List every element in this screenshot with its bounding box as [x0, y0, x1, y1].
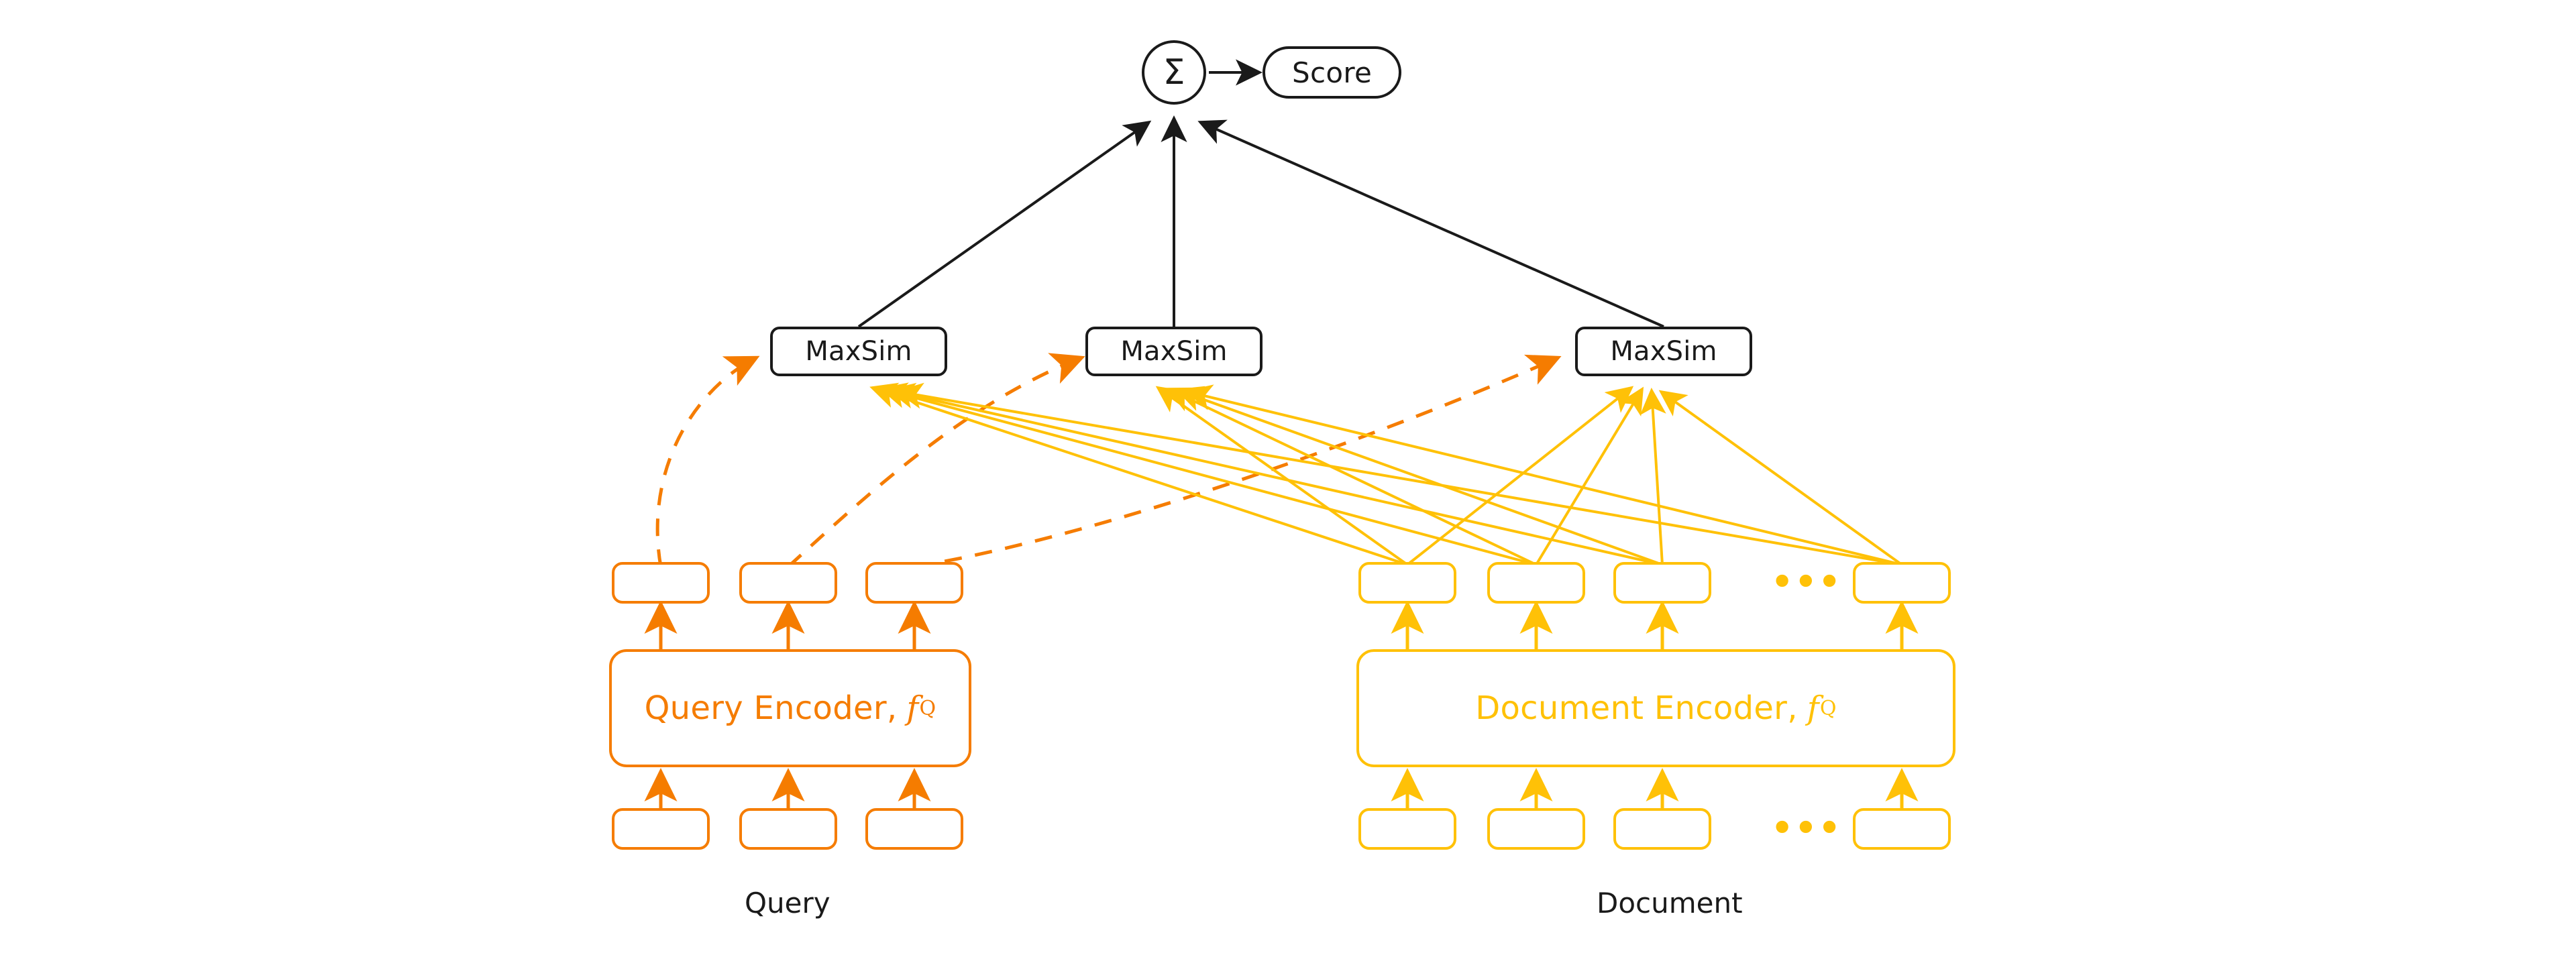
document-embedding-ellipsis: ••• — [1771, 562, 1842, 602]
arrows-document-encoder-to-embeddings — [1391, 600, 1919, 649]
query-token-1[interactable] — [612, 808, 710, 850]
document-token-1[interactable] — [1358, 808, 1456, 850]
maxsim-label: MaxSim — [805, 336, 912, 367]
arrows-query-encoder-to-embeddings — [644, 600, 931, 649]
arrows-query-to-maxsim — [655, 353, 1562, 569]
maxsim-label: MaxSim — [1120, 336, 1228, 367]
document-embedding-4[interactable] — [1853, 562, 1951, 604]
document-token-3[interactable] — [1613, 808, 1711, 850]
sigma-icon: Σ — [1163, 52, 1185, 93]
query-encoder-label: Query Encoder, — [644, 689, 898, 727]
maxsim-box-2[interactable]: MaxSim — [1085, 327, 1263, 376]
document-token-ellipsis: ••• — [1771, 808, 1842, 848]
document-embedding-3[interactable] — [1613, 562, 1711, 604]
score-label: Score — [1292, 56, 1373, 89]
document-token-4[interactable] — [1853, 808, 1951, 850]
query-encoder-fn-symbol: f — [906, 689, 919, 727]
query-caption: Query — [745, 887, 830, 919]
document-encoder-label: Document Encoder, — [1475, 689, 1798, 727]
query-embedding-1[interactable] — [612, 562, 710, 604]
maxsim-box-1[interactable]: MaxSim — [770, 327, 947, 376]
sum-operator-node[interactable]: Σ — [1142, 40, 1206, 105]
document-encoder-fn-symbol: f — [1807, 689, 1819, 727]
query-embedding-2[interactable] — [739, 562, 837, 604]
document-embedding-2[interactable] — [1487, 562, 1585, 604]
maxsim-box-3[interactable]: MaxSim — [1575, 327, 1752, 376]
query-encoder-fn-subscript: Q — [919, 696, 936, 720]
arrows-query-tokens-to-encoder — [644, 768, 931, 808]
document-caption: Document — [1597, 887, 1743, 919]
arrows-maxsim-to-sum — [857, 115, 1664, 328]
score-output-node[interactable]: Score — [1263, 46, 1402, 99]
document-encoder-fn-subscript: Q — [1819, 696, 1837, 720]
document-token-2[interactable] — [1487, 808, 1585, 850]
arrows-document-tokens-to-encoder — [1391, 768, 1919, 808]
query-token-2[interactable] — [739, 808, 837, 850]
query-embedding-3[interactable] — [865, 562, 963, 604]
query-token-3[interactable] — [865, 808, 963, 850]
arrows-document-to-maxsim — [869, 382, 1903, 566]
document-embedding-1[interactable] — [1358, 562, 1456, 604]
maxsim-label: MaxSim — [1610, 336, 1717, 367]
